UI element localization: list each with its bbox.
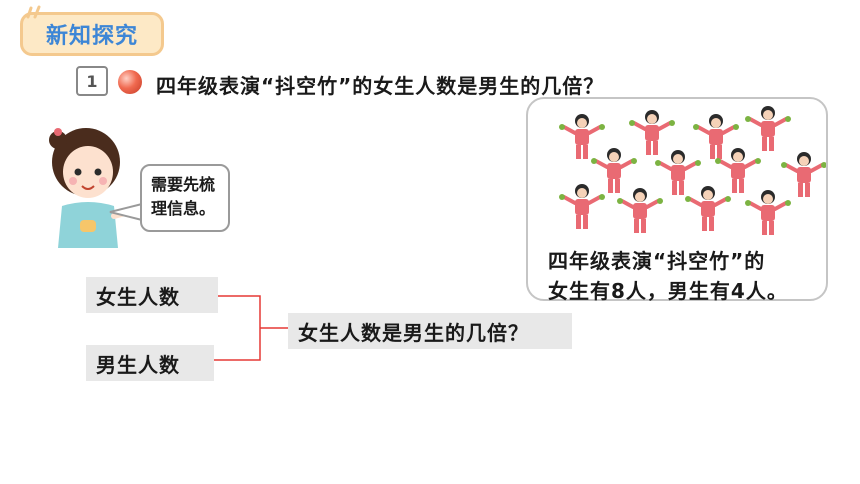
speech-bubble: 需要先梳 理信息。 — [140, 164, 230, 232]
section-badge-label: 新知探究 — [45, 24, 138, 49]
problem-question: 四年级表演“抖空竹”的女生人数是男生的几倍？ — [156, 74, 605, 98]
girl-illustration — [49, 128, 139, 248]
bubble-tail — [109, 203, 143, 221]
caption-line-2: 女生有8人，男生有4人。 — [548, 279, 788, 303]
sparkle-icon — [26, 5, 41, 19]
question-box: 女生人数是男生的几倍？ — [288, 313, 572, 349]
girls-count-box: 女生人数 — [86, 277, 218, 313]
caption-line-1: 四年级表演“抖空竹”的 — [548, 249, 766, 273]
problem-number: 1 — [76, 66, 108, 96]
boys-count-box: 男生人数 — [86, 345, 214, 381]
section-badge: 新知探究 — [20, 5, 164, 56]
red-ball-icon — [118, 70, 142, 94]
connector-bracket — [214, 295, 288, 361]
bubble-line-2: 理信息。 — [151, 199, 216, 218]
kids-performing-illustration — [526, 97, 828, 301]
bubble-line-1: 需要先梳 — [151, 175, 216, 194]
picture-caption: 四年级表演“抖空竹”的 女生有8人，男生有4人。 — [548, 246, 824, 306]
